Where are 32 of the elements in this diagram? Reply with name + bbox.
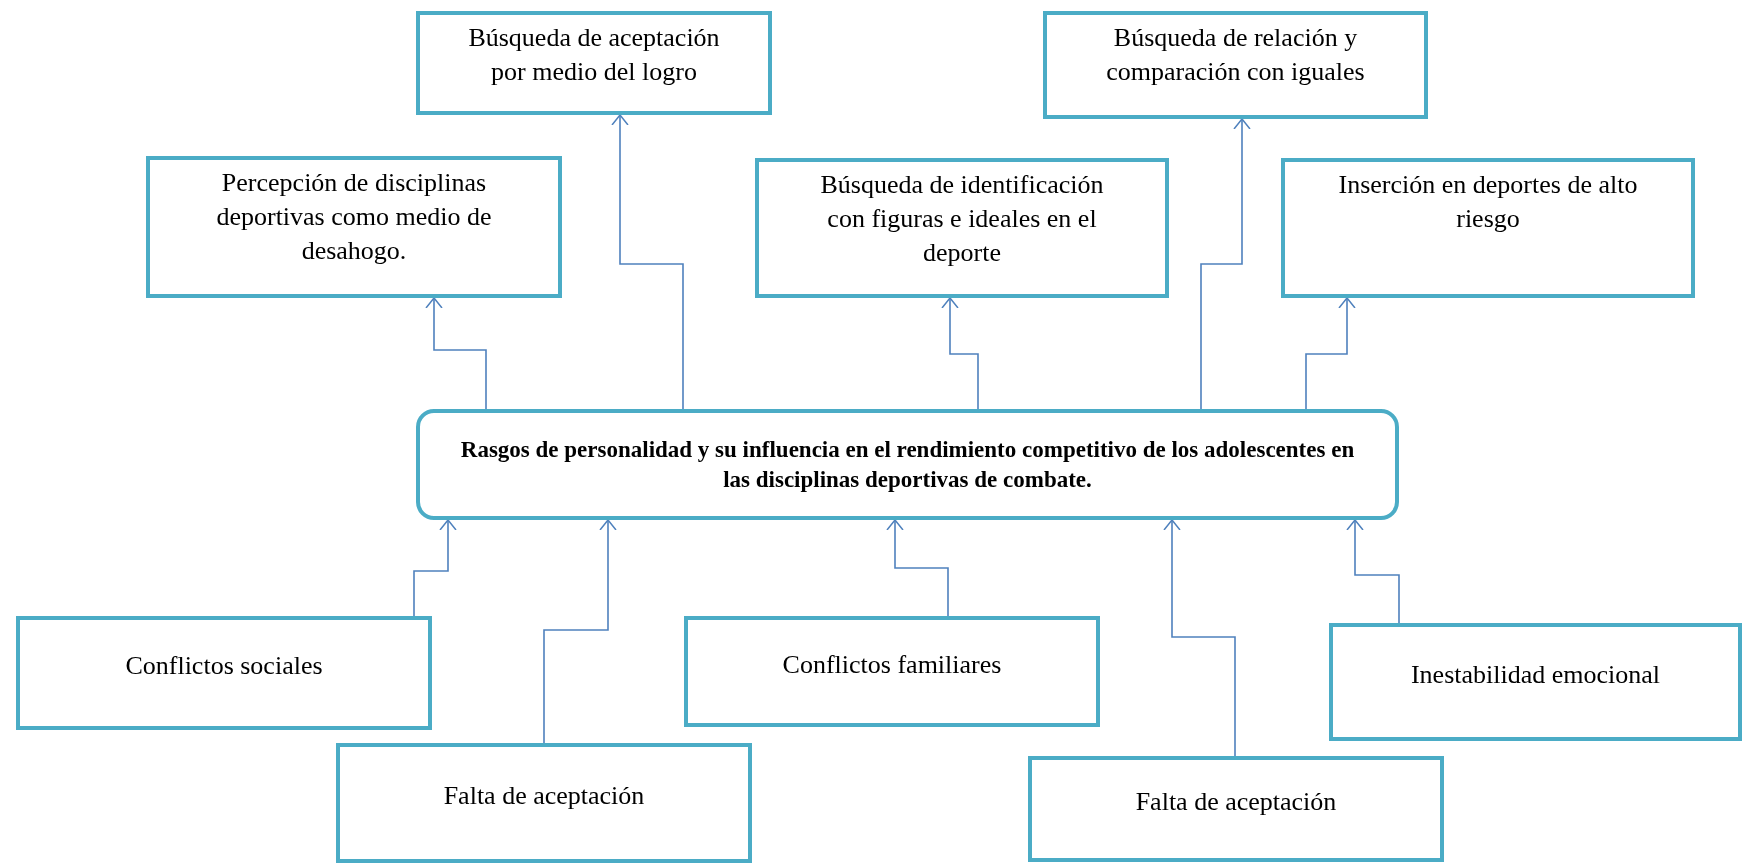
node-text: Inserción en deportes de alto riesgo [1337, 169, 1639, 235]
node-text: Falta de aceptación [1135, 786, 1337, 819]
node-text: Conflictos familiares [782, 648, 1002, 681]
topic-box [684, 616, 1100, 727]
arrow [1305, 297, 1356, 410]
arrow [425, 297, 487, 410]
node-text: Conflictos sociales [125, 650, 323, 683]
arrow [1163, 519, 1236, 757]
node-text: Búsqueda de identificación con figuras e ideales en el deporte [819, 169, 1105, 269]
node-text: Falta de aceptación [443, 780, 645, 813]
arrow [1200, 118, 1251, 410]
node-text: Inestabilidad emocional [1410, 659, 1661, 692]
topic-box [336, 743, 752, 863]
topic-box [755, 158, 1169, 298]
topic-box [1329, 623, 1742, 741]
arrow [543, 519, 617, 744]
topic-box [16, 616, 432, 730]
arrow [886, 519, 949, 617]
node-text: Percepción de disciplinas deportivas como medio de desahogo. [215, 167, 493, 267]
arrow [413, 519, 457, 617]
arrow [611, 114, 684, 410]
topic-box [146, 156, 562, 298]
topic-box [416, 11, 772, 115]
node-text: Rasgos de personalidad y su influencia en el rendimiento competitivo de los adolescentes en las disciplinas deportivas de combate. [460, 435, 1355, 494]
node-text: Búsqueda de relación y comparación con iguales [1105, 22, 1366, 88]
topic-box [1028, 756, 1444, 862]
central-topic-box [416, 409, 1399, 520]
arrow [1346, 519, 1400, 624]
topic-box [1281, 158, 1695, 298]
arrow [941, 297, 979, 410]
topic-box [1043, 11, 1428, 119]
node-text: Búsqueda de aceptación por medio del logro [467, 22, 721, 88]
